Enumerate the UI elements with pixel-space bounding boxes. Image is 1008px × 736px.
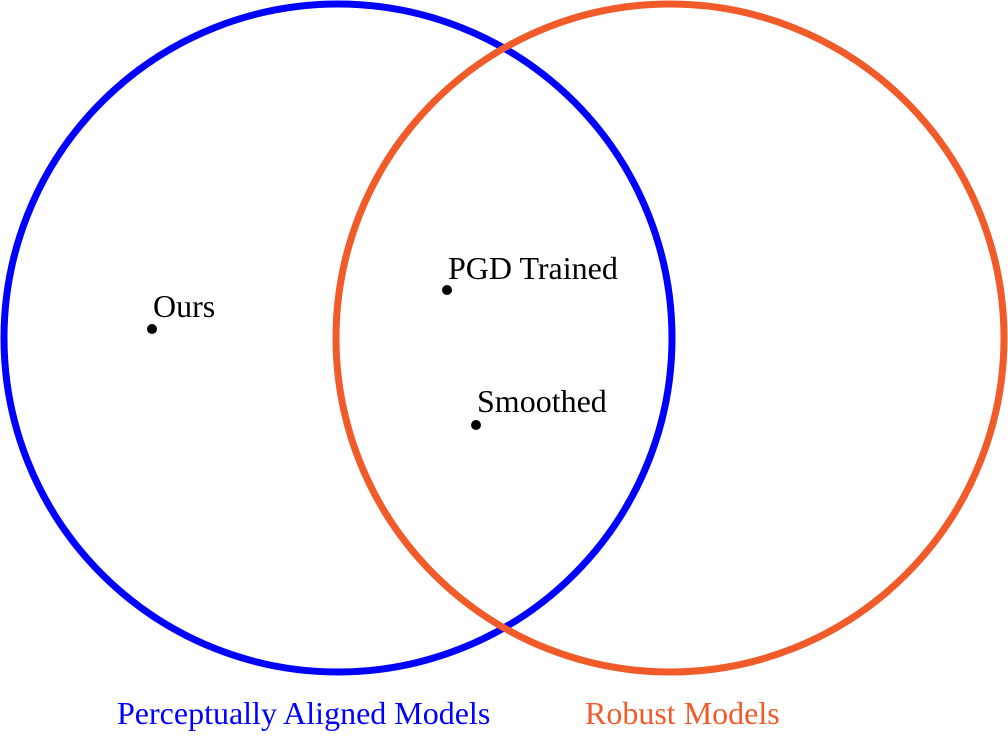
perceptually-aligned-circle <box>0 0 676 676</box>
point-pgd-trained: PGD Trained <box>442 250 618 295</box>
point-smoothed-marker <box>471 420 481 430</box>
perceptually-aligned-label: Perceptually Aligned Models <box>117 695 490 731</box>
robust-circle <box>332 0 1008 676</box>
robust-models-label: Robust Models <box>585 695 780 731</box>
point-smoothed-label: Smoothed <box>477 383 607 419</box>
point-ours-label: Ours <box>153 288 215 324</box>
point-smoothed: Smoothed <box>471 383 607 430</box>
point-pgd-trained-label: PGD Trained <box>448 250 618 286</box>
point-ours: Ours <box>147 288 215 334</box>
point-ours-marker <box>147 324 157 334</box>
point-pgd-trained-marker <box>442 285 452 295</box>
